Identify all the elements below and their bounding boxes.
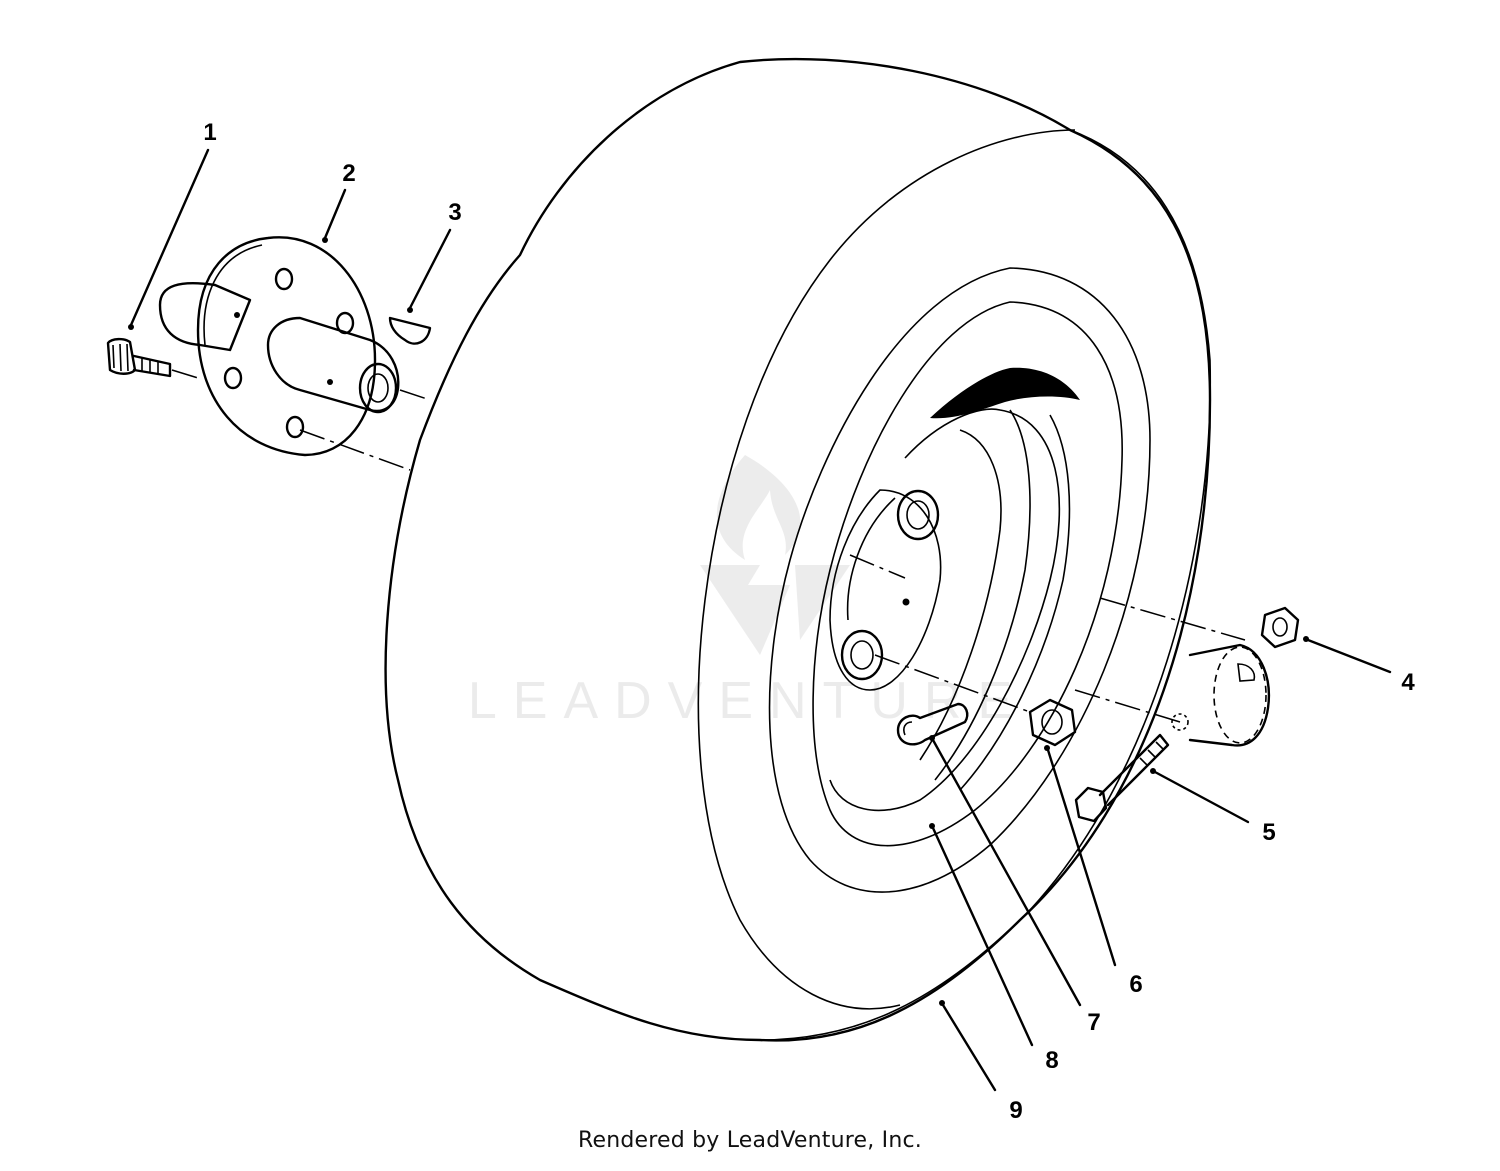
callout-5[interactable]: 5 [1262,819,1275,846]
callout-2[interactable]: 2 [342,160,355,187]
callout-1[interactable]: 1 [203,119,216,146]
callout-8[interactable]: 8 [1045,1047,1058,1074]
woodruff-key [388,316,432,345]
leadventure-watermark-logo [700,455,850,655]
leader-lines [128,148,1392,1092]
callout-4[interactable]: 4 [1401,669,1415,696]
callout-7[interactable]: 7 [1087,1009,1100,1036]
rim-nut [1028,698,1077,747]
hub-assembly [158,236,400,457]
spacer-tube [1188,643,1270,747]
callout-3[interactable]: 3 [448,199,461,226]
render-credit: Rendered by LeadVenture, Inc. [578,1128,922,1153]
hex-bolt [1074,713,1189,823]
assembly-center-lines [171,369,1246,723]
wheel-bolt [106,337,172,378]
callout-9[interactable]: 9 [1009,1097,1022,1124]
callout-6[interactable]: 6 [1129,971,1142,998]
lock-nut [1260,606,1300,649]
callout-labels: 1 2 3 4 5 6 7 8 9 [203,119,1415,1124]
tire [384,57,1212,1042]
valve-stem [896,702,969,746]
watermark-text: LEADVENTURE [468,672,1028,730]
